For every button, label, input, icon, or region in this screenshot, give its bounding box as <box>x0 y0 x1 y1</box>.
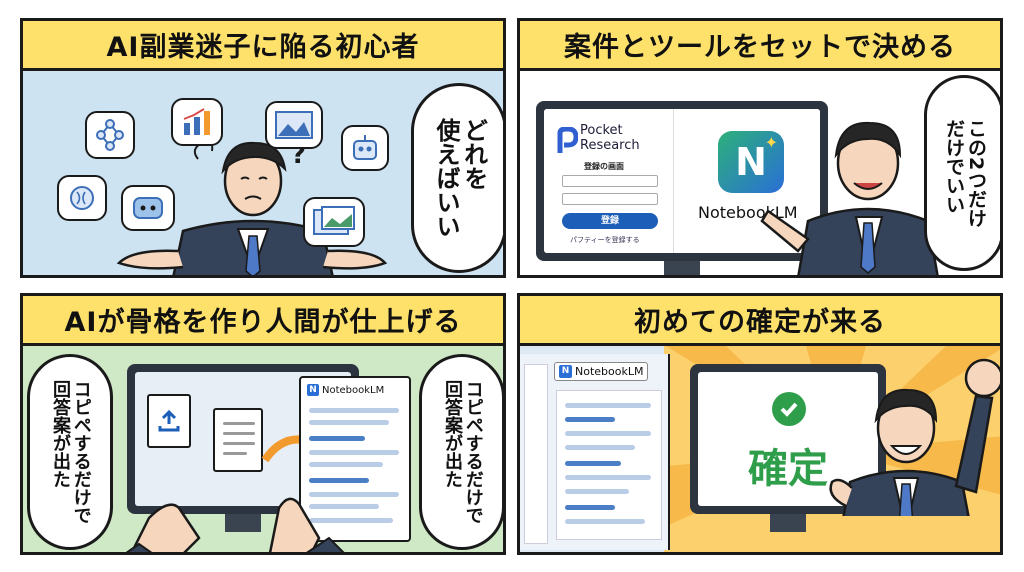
notebooklm-badge: N NotebookLM <box>307 384 384 396</box>
check-icon <box>772 392 806 426</box>
upload-doc <box>147 394 191 448</box>
panel-ai-confused: AI副業迷子に陥る初心者 ? <box>20 18 506 278</box>
monitor-stand <box>225 514 261 532</box>
robot-icon <box>341 125 389 171</box>
upload-icon <box>158 409 180 432</box>
speech-bubble-right: コピペするだけで 回答案が出た <box>419 354 503 550</box>
panel-caption: 案件とツールをセットで決める <box>520 21 1000 71</box>
pocket-research-name: Pocket Research <box>580 123 640 153</box>
output-doc <box>213 408 263 472</box>
speech-text: コピペするだけで 回答案が出た <box>50 380 92 524</box>
bar-chart-icon <box>171 98 223 146</box>
speech-bubble-only-two: この2つだけ だけでいい <box>924 75 1000 271</box>
smiling-man <box>760 121 939 275</box>
bot-face-icon <box>121 185 175 231</box>
panel-caption: 初めての確定が来る <box>520 296 1000 346</box>
photo-icon <box>303 197 365 247</box>
notebooklm-window: N NotebookLM <box>520 354 670 550</box>
monitor-stand <box>770 514 806 532</box>
confirm-text: 確定 <box>748 446 828 492</box>
notebooklm-mini-logo: N <box>307 384 319 396</box>
form-title: 登録の画面 <box>584 162 624 171</box>
register-button[interactable]: 登録 <box>562 213 658 229</box>
confused-man <box>116 141 388 275</box>
pocket-research-logo <box>556 126 579 155</box>
doc-panel <box>556 390 662 540</box>
speech-text: この2つだけ だけでいい <box>943 118 987 228</box>
monitor-stand <box>664 261 700 275</box>
celebrating-man <box>829 358 1000 516</box>
speech-bubble-left: コピペするだけで 回答案が出た <box>27 354 113 550</box>
register-link[interactable]: パフティーを登録する <box>570 236 640 244</box>
speech-text: コピペするだけで 回答案が出た <box>442 380 484 524</box>
scene-tools: Pocket Research 登録の画面 登録 パフティーを登録する N ✦ … <box>520 71 1000 275</box>
form-field-1[interactable] <box>562 175 658 187</box>
sidebar-strip <box>524 364 548 544</box>
notebooklm-badge-text: NotebookLM <box>322 384 385 396</box>
panel-choose-tools: 案件とツールをセットで決める Pocket Research 登録の画面 登録 … <box>517 18 1003 278</box>
notebooklm-logo: N ✦ <box>718 131 784 193</box>
network-icon <box>85 111 135 159</box>
scene-confused: ? どれを 使えばいい <box>23 71 503 275</box>
panel-caption: AI副業迷子に陥る初心者 <box>23 21 503 71</box>
speech-text: どれを 使えばいい <box>432 118 488 238</box>
brain-icon <box>57 175 107 221</box>
scene-workflow: コピペするだけで 回答案が出た <box>23 346 503 552</box>
typing-hands <box>125 497 345 552</box>
notebooklm-logo-letter: N <box>735 140 767 184</box>
panel-caption: AIが骨格を作り人間が仕上げる <box>23 296 503 346</box>
notebooklm-badge-text: NotebookLM <box>575 365 644 378</box>
notebooklm-badge: N NotebookLM <box>554 362 649 381</box>
speech-bubble-which: どれを 使えばいい <box>411 83 503 273</box>
image-icon <box>265 101 323 149</box>
notebooklm-mini-logo: N <box>559 365 572 378</box>
panel-ai-skeleton: AIが骨格を作り人間が仕上げる コピペするだけで 回答案が出た <box>20 293 506 555</box>
form-field-2[interactable] <box>562 193 658 205</box>
scene-confirm: N NotebookLM 確定 <box>520 346 1000 552</box>
pocket-research-page: Pocket Research 登録の画面 登録 パフティーを登録する <box>544 109 674 253</box>
panel-first-confirm: 初めての確定が来る N NotebookLM <box>517 293 1003 555</box>
notebooklm-window: N NotebookLM <box>299 376 411 542</box>
sparkle-icon: ✦ <box>764 133 778 152</box>
